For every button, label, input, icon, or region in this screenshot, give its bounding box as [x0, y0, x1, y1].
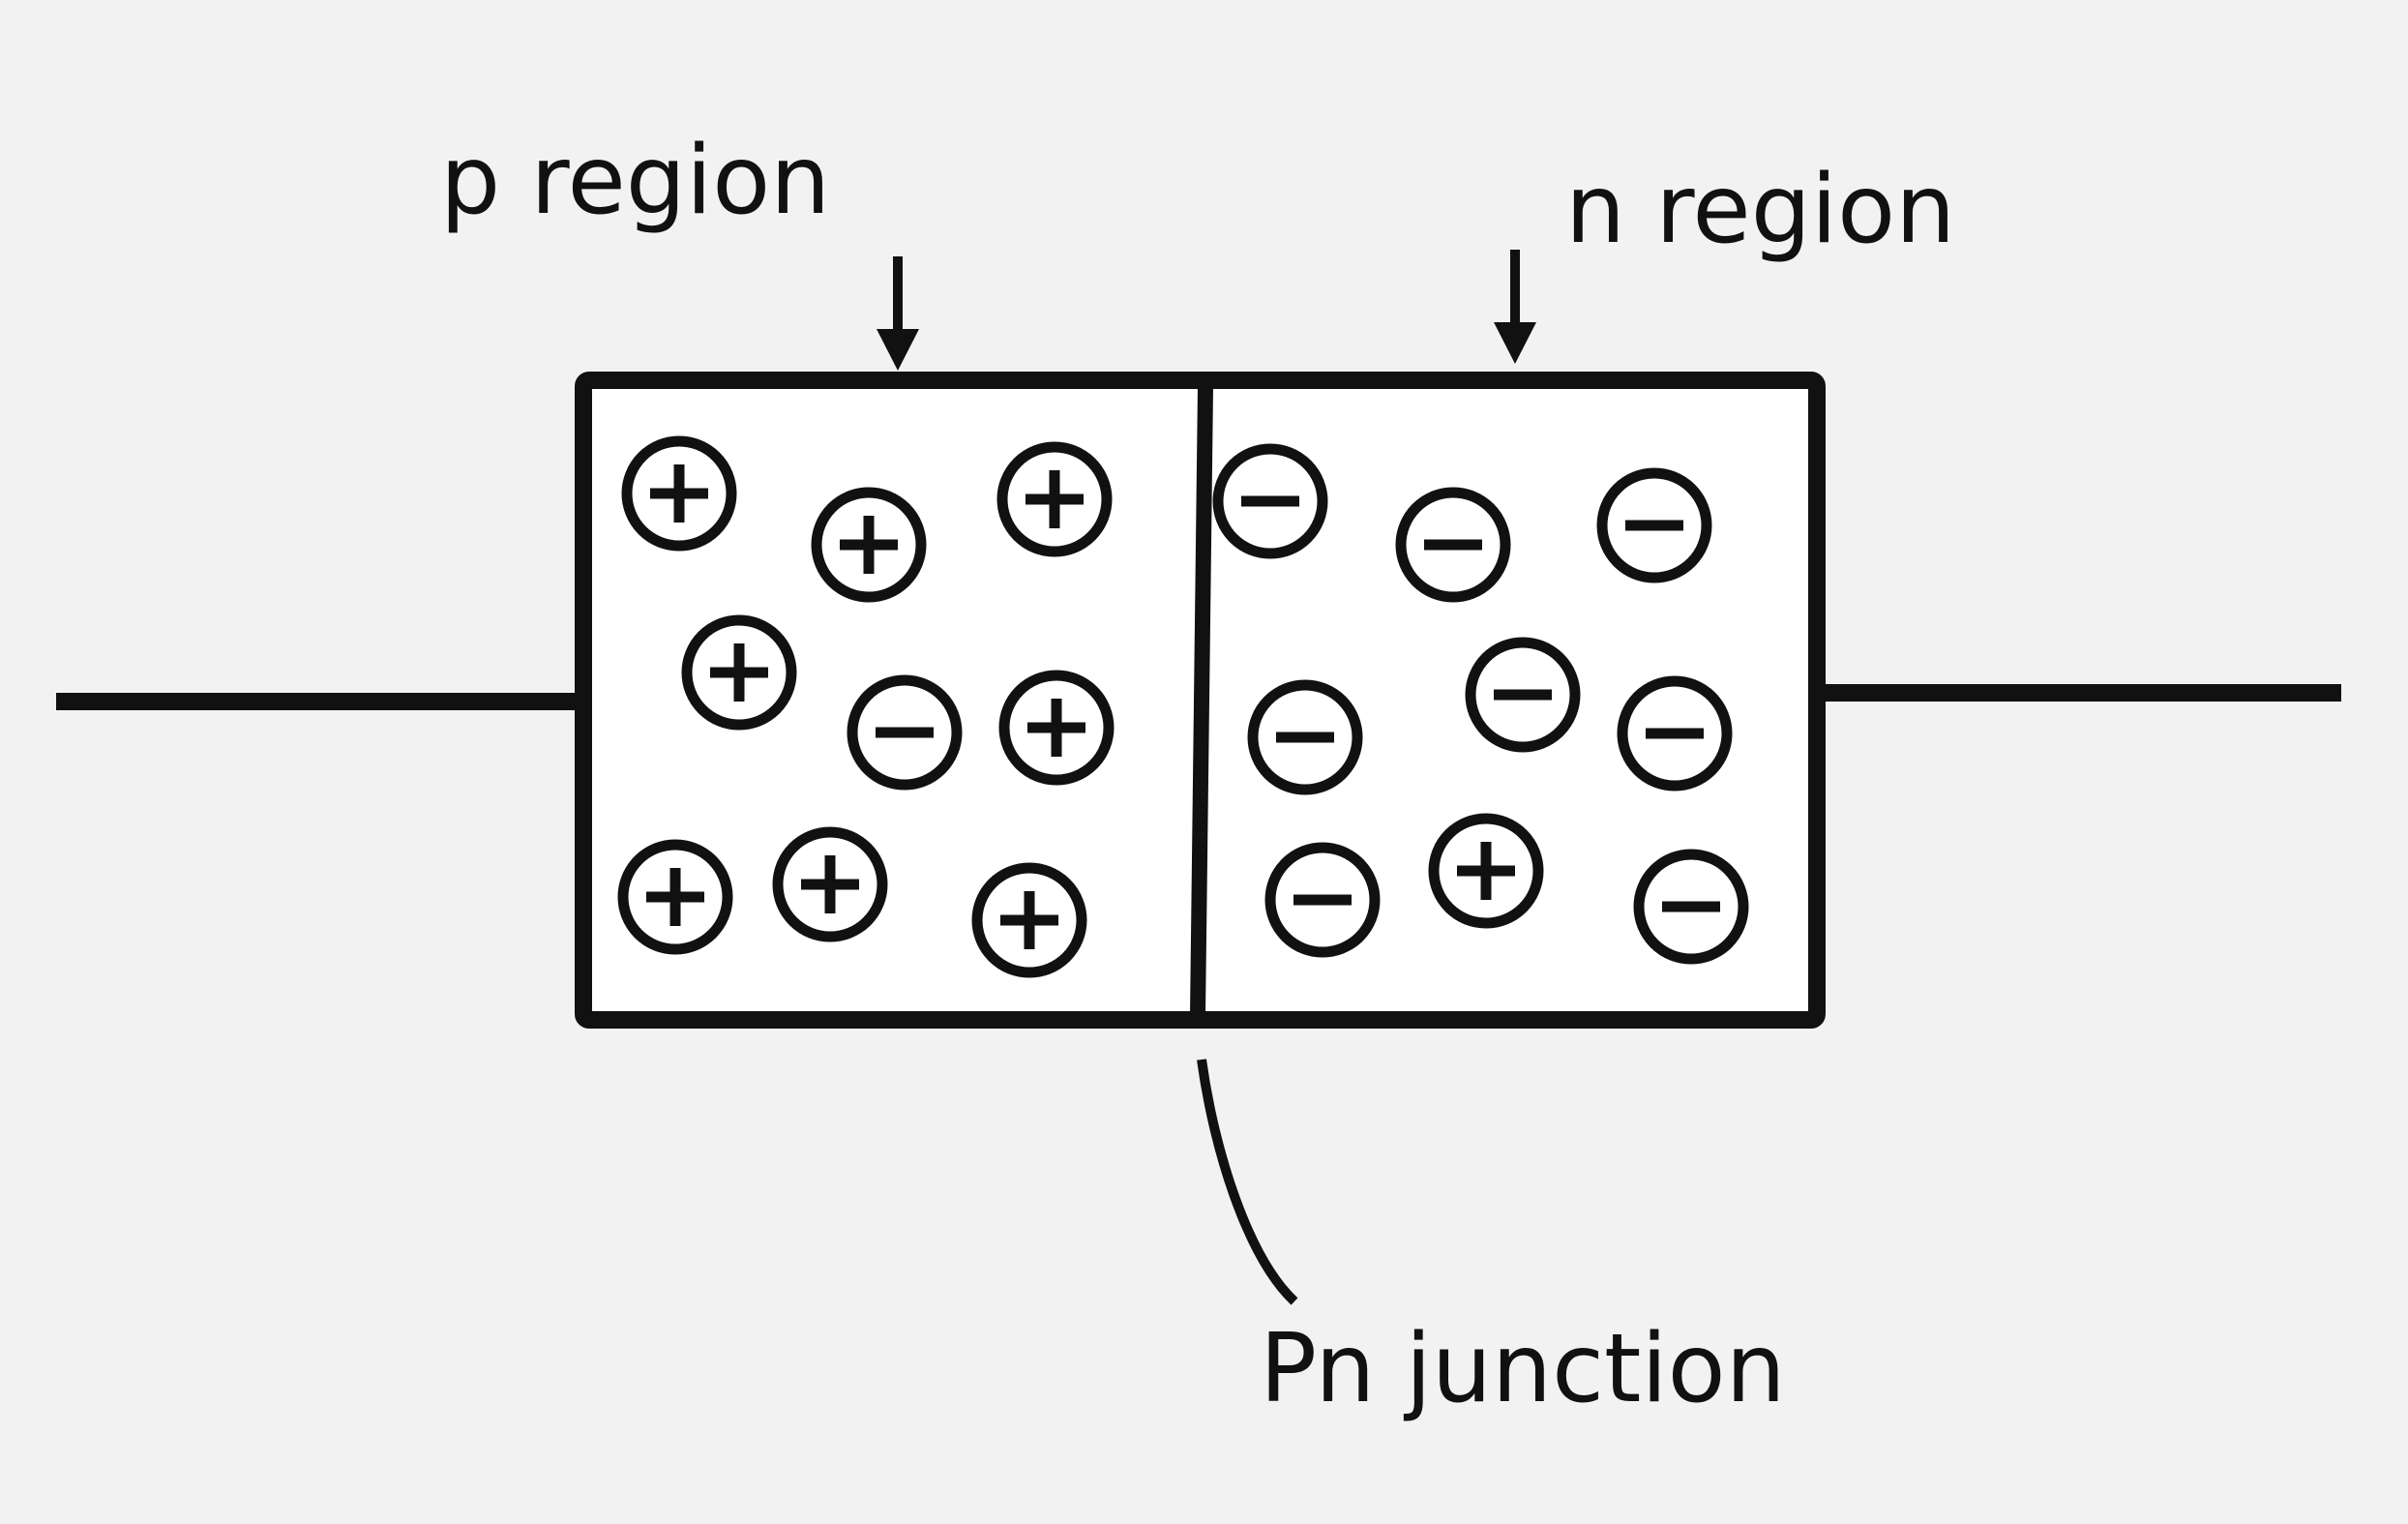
p-region-negative-charge-5 — [847, 674, 963, 791]
n-region-negative-charge-3 — [1596, 467, 1712, 583]
p-region-positive-charge-4 — [681, 614, 797, 731]
n-region-arrow — [1494, 250, 1536, 364]
n-region-label: n region — [1565, 155, 1956, 265]
junction-leader-curve — [1197, 1059, 1298, 1305]
junction-divider — [1190, 386, 1213, 1017]
p-region-positive-charge-9 — [971, 862, 1087, 978]
n-region-negative-charge-9 — [1633, 849, 1749, 965]
p-region-positive-charge-1 — [621, 435, 737, 552]
p-region-positive-charge-2 — [811, 487, 927, 603]
p-region-positive-charge-6 — [998, 670, 1115, 786]
n-region-charges — [1212, 443, 1749, 965]
n-region-negative-charge-1 — [1212, 443, 1328, 559]
pn-junction-label: Pn junction — [1260, 1314, 1786, 1424]
n-region-negative-charge-4 — [1247, 679, 1363, 795]
p-region-arrow — [877, 256, 919, 371]
n-region-negative-charge-5 — [1465, 637, 1581, 753]
p-region-positive-charge-8 — [772, 826, 888, 942]
n-region-negative-charge-6 — [1617, 675, 1733, 792]
n-region-negative-charge-2 — [1395, 487, 1511, 603]
n-region-negative-charge-7 — [1264, 842, 1381, 958]
n-region-positive-charge-8 — [1428, 813, 1544, 929]
p-region-positive-charge-7 — [617, 839, 733, 955]
p-region-charges — [617, 435, 1115, 978]
p-region-positive-charge-3 — [996, 441, 1113, 557]
p-region-label: p region — [440, 126, 831, 236]
